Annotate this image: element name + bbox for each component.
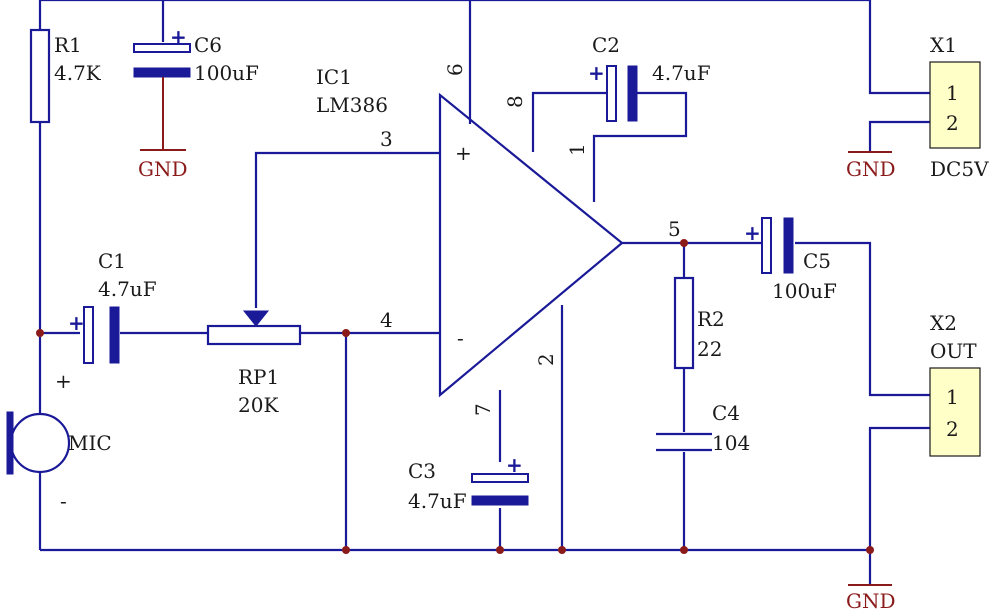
c5-polarity: + xyxy=(744,221,761,245)
gnd-label: GND xyxy=(846,589,896,613)
c1-ref: C1 xyxy=(98,249,126,273)
capacitor-c4[interactable]: C4 104 xyxy=(656,401,750,455)
c6-polarity: + xyxy=(170,25,187,49)
c2-value: 4.7uF xyxy=(652,61,711,85)
c3-polarity: + xyxy=(506,453,523,477)
junctions xyxy=(36,239,874,554)
x2-pin1: 1 xyxy=(946,385,959,409)
ic1-ref: IC1 xyxy=(316,65,352,89)
mic-minus: - xyxy=(60,489,67,513)
x1-pin2: 2 xyxy=(946,111,959,135)
x2-ref: X2 xyxy=(930,311,957,335)
r1-ref: R1 xyxy=(54,33,82,57)
x2-pin2: 2 xyxy=(946,417,959,441)
ground-symbol-bottom: GND xyxy=(846,584,896,613)
resistor-r1[interactable]: R1 4.7K xyxy=(29,28,102,124)
gnd-label: GND xyxy=(846,157,896,181)
mic-plus: + xyxy=(55,369,72,393)
capacitor-c5[interactable]: + C5 100uF xyxy=(744,217,837,303)
wire-pin3-wiper xyxy=(254,151,440,308)
c2-polarity: + xyxy=(588,61,605,85)
junction-dot xyxy=(866,546,874,554)
opamp-ic1[interactable]: IC1 LM386 + - xyxy=(316,65,624,398)
connector-x2[interactable]: X2 OUT 1 2 xyxy=(929,311,981,457)
c4-value: 104 xyxy=(712,431,750,455)
rp1-value: 20K xyxy=(238,393,279,417)
pin-8-label: 8 xyxy=(503,95,527,108)
microphone-mic[interactable]: MIC + - xyxy=(6,369,112,513)
x2-label: OUT xyxy=(930,339,977,363)
pin-numbers: 3 4 5 6 8 1 2 7 xyxy=(380,63,681,416)
c2-ref: C2 xyxy=(592,33,620,57)
ground-symbol-x1: GND xyxy=(846,151,896,181)
pin-7-label: 7 xyxy=(471,403,495,416)
pin-6-label: 6 xyxy=(443,63,467,76)
connector-x1[interactable]: X1 1 2 DC5V xyxy=(929,33,989,181)
c4-ref: C4 xyxy=(712,401,740,425)
wire-x1-pin1 xyxy=(868,0,930,95)
wire-pin8-c2 xyxy=(531,91,607,152)
junction-dot xyxy=(496,546,504,554)
wire-x2-pin2 xyxy=(868,426,930,550)
mic-ref: MIC xyxy=(68,431,112,455)
potentiometer-rp1[interactable]: RP1 20K xyxy=(206,310,302,417)
junction-dot xyxy=(680,546,688,554)
capacitor-c1[interactable]: + C1 4.7uF xyxy=(68,249,157,364)
x1-pin1: 1 xyxy=(946,81,959,105)
ic1-minus-input: - xyxy=(457,326,464,350)
ic1-plus-input: + xyxy=(455,141,472,165)
c5-value: 100uF xyxy=(772,279,837,303)
wires xyxy=(38,0,930,585)
junction-dot xyxy=(680,239,688,247)
x1-label: DC5V xyxy=(930,157,989,181)
wire-c2-pin1 xyxy=(592,91,688,202)
ground-symbol-c6: GND xyxy=(138,149,188,181)
resistor-r2[interactable]: R2 22 xyxy=(673,276,725,370)
capacitor-c2[interactable]: + C2 4.7uF xyxy=(588,33,711,122)
junction-dot xyxy=(558,546,566,554)
pin-3-label: 3 xyxy=(380,127,393,151)
wire-x1-pin2 xyxy=(868,120,930,152)
x1-ref: X1 xyxy=(930,33,957,57)
c3-ref: C3 xyxy=(408,459,436,483)
r2-ref: R2 xyxy=(697,307,725,331)
junction-dot xyxy=(342,329,350,337)
pin-4-label: 4 xyxy=(380,308,393,332)
r2-value: 22 xyxy=(697,337,722,361)
c6-value: 100uF xyxy=(194,61,259,85)
pin-1-label: 1 xyxy=(565,143,589,156)
junction-dot xyxy=(36,329,44,337)
c6-ref: C6 xyxy=(194,33,222,57)
junction-dot xyxy=(342,546,350,554)
c1-polarity: + xyxy=(68,311,85,335)
wire-c5-x2 xyxy=(795,241,930,397)
capacitor-c6[interactable]: + C6 100uF xyxy=(133,25,259,150)
c5-ref: C5 xyxy=(803,249,831,273)
r1-value: 4.7K xyxy=(54,61,102,85)
c1-value: 4.7uF xyxy=(98,277,157,301)
c3-value: 4.7uF xyxy=(408,489,467,513)
gnd-label: GND xyxy=(138,157,188,181)
ic1-value: LM386 xyxy=(316,93,388,117)
pin-2-label: 2 xyxy=(534,353,558,366)
rp1-ref: RP1 xyxy=(238,365,279,389)
capacitor-c3[interactable]: + C3 4.7uF xyxy=(408,453,529,513)
pin-5-label: 5 xyxy=(668,217,681,241)
